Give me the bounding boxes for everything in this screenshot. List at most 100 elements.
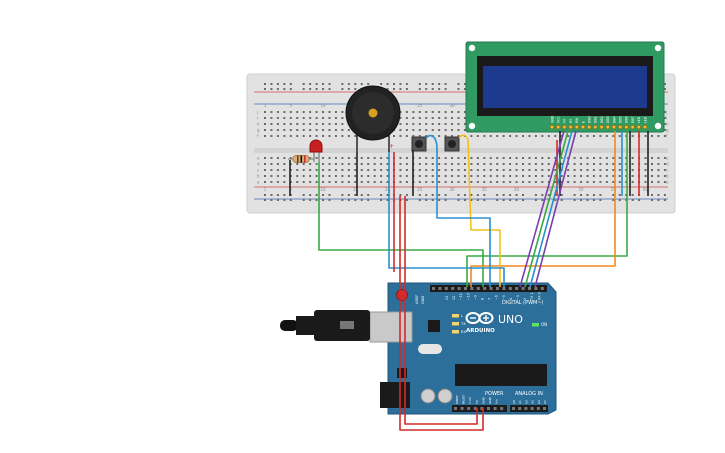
- breadboard-hole[interactable]: [489, 181, 492, 183]
- breadboard-hole[interactable]: [373, 175, 376, 177]
- breadboard-hole[interactable]: [334, 175, 337, 177]
- breadboard-hole[interactable]: [289, 135, 292, 137]
- breadboard-hole[interactable]: [276, 117, 279, 119]
- rail-hole[interactable]: [360, 194, 363, 196]
- rail-hole[interactable]: [663, 88, 666, 90]
- breadboard-hole[interactable]: [264, 117, 266, 119]
- breadboard-hole[interactable]: [573, 181, 576, 183]
- rail-hole[interactable]: [380, 83, 383, 85]
- breadboard-hole[interactable]: [476, 181, 479, 183]
- rail-hole[interactable]: [483, 199, 486, 201]
- arduino-uno-board[interactable]: ARDUINO UNO DIGITAL (PWM~) POWER ANALOG …: [369, 282, 557, 415]
- breadboard-hole[interactable]: [651, 163, 653, 165]
- rail-hole[interactable]: [457, 199, 460, 201]
- wire-purple[interactable]: [519, 130, 565, 288]
- lcd-pin[interactable]: [599, 124, 604, 130]
- rail-hole[interactable]: [367, 83, 370, 85]
- rail-hole[interactable]: [612, 194, 615, 196]
- breadboard-hole[interactable]: [541, 135, 544, 137]
- breadboard-hole[interactable]: [515, 163, 518, 165]
- rail-hole[interactable]: [541, 194, 544, 196]
- breadboard-hole[interactable]: [522, 175, 524, 177]
- rail-hole[interactable]: [315, 83, 318, 85]
- breadboard-hole[interactable]: [296, 123, 299, 125]
- rail-hole[interactable]: [322, 88, 325, 90]
- breadboard-hole[interactable]: [367, 169, 370, 171]
- rail-hole[interactable]: [322, 194, 325, 196]
- breadboard-hole[interactable]: [592, 163, 595, 165]
- breadboard-hole[interactable]: [618, 181, 621, 183]
- breadboard-hole[interactable]: [399, 181, 402, 183]
- wire-blue[interactable]: [425, 134, 491, 287]
- header-pin[interactable]: [457, 287, 461, 290]
- breadboard-hole[interactable]: [515, 175, 518, 177]
- breadboard-hole[interactable]: [476, 157, 479, 159]
- breadboard-hole[interactable]: [315, 175, 318, 177]
- breadboard-hole[interactable]: [663, 117, 666, 119]
- breadboard-hole[interactable]: [283, 163, 286, 165]
- breadboard-hole[interactable]: [457, 157, 460, 159]
- breadboard-hole[interactable]: [309, 169, 312, 171]
- breadboard-hole[interactable]: [425, 163, 428, 165]
- breadboard-hole[interactable]: [599, 169, 602, 171]
- rail-hole[interactable]: [496, 199, 499, 201]
- breadboard-hole[interactable]: [451, 169, 454, 171]
- rail-hole[interactable]: [315, 194, 318, 196]
- breadboard-hole[interactable]: [483, 163, 486, 165]
- rail-hole[interactable]: [264, 83, 266, 85]
- breadboard-hole[interactable]: [276, 135, 279, 137]
- breadboard-hole[interactable]: [580, 181, 583, 183]
- breadboard-hole[interactable]: [605, 163, 608, 165]
- breadboard-hole[interactable]: [276, 175, 279, 177]
- breadboard-hole[interactable]: [341, 175, 344, 177]
- breadboard-hole[interactable]: [438, 135, 441, 137]
- rail-hole[interactable]: [663, 199, 666, 201]
- breadboard-hole[interactable]: [657, 163, 660, 165]
- header-pin[interactable]: [464, 287, 467, 290]
- breadboard-hole[interactable]: [354, 175, 357, 177]
- breadboard-hole[interactable]: [489, 135, 492, 137]
- breadboard-hole[interactable]: [534, 135, 537, 137]
- breadboard-hole[interactable]: [315, 111, 318, 113]
- breadboard-hole[interactable]: [302, 175, 305, 177]
- breadboard-hole[interactable]: [567, 169, 570, 171]
- breadboard-hole[interactable]: [405, 157, 408, 159]
- rail-hole[interactable]: [651, 194, 653, 196]
- rail-hole[interactable]: [425, 83, 428, 85]
- header-pin[interactable]: [524, 407, 528, 410]
- breadboard-hole[interactable]: [586, 181, 589, 183]
- breadboard-hole[interactable]: [592, 175, 595, 177]
- breadboard-hole[interactable]: [418, 129, 421, 131]
- rail-hole[interactable]: [302, 199, 305, 201]
- breadboard-hole[interactable]: [412, 129, 415, 131]
- breadboard-hole[interactable]: [347, 175, 350, 177]
- breadboard-hole[interactable]: [457, 129, 460, 131]
- breadboard-hole[interactable]: [470, 169, 473, 171]
- breadboard-hole[interactable]: [534, 169, 537, 171]
- header-pin[interactable]: [515, 287, 519, 290]
- rail-hole[interactable]: [663, 83, 666, 85]
- breadboard-hole[interactable]: [328, 181, 331, 183]
- breadboard-hole[interactable]: [599, 163, 602, 165]
- breadboard-hole[interactable]: [418, 135, 421, 137]
- breadboard-hole[interactable]: [425, 111, 428, 113]
- breadboard-hole[interactable]: [425, 169, 428, 171]
- breadboard-hole[interactable]: [283, 181, 286, 183]
- breadboard-hole[interactable]: [322, 175, 325, 177]
- breadboard-hole[interactable]: [386, 181, 389, 183]
- breadboard-hole[interactable]: [573, 175, 576, 177]
- lcd-pin[interactable]: [555, 124, 561, 130]
- breadboard-hole[interactable]: [483, 135, 486, 137]
- rail-hole[interactable]: [380, 199, 383, 201]
- breadboard-hole[interactable]: [360, 157, 363, 159]
- breadboard-hole[interactable]: [502, 169, 505, 171]
- rail-hole[interactable]: [638, 199, 641, 201]
- breadboard-hole[interactable]: [560, 181, 563, 183]
- lcd-pin[interactable]: [636, 124, 642, 130]
- breadboard-hole[interactable]: [631, 175, 634, 177]
- header-pin[interactable]: [493, 407, 497, 410]
- breadboard-hole[interactable]: [528, 163, 531, 165]
- breadboard-hole[interactable]: [489, 157, 492, 159]
- breadboard-hole[interactable]: [470, 135, 473, 137]
- breadboard-hole[interactable]: [393, 135, 395, 137]
